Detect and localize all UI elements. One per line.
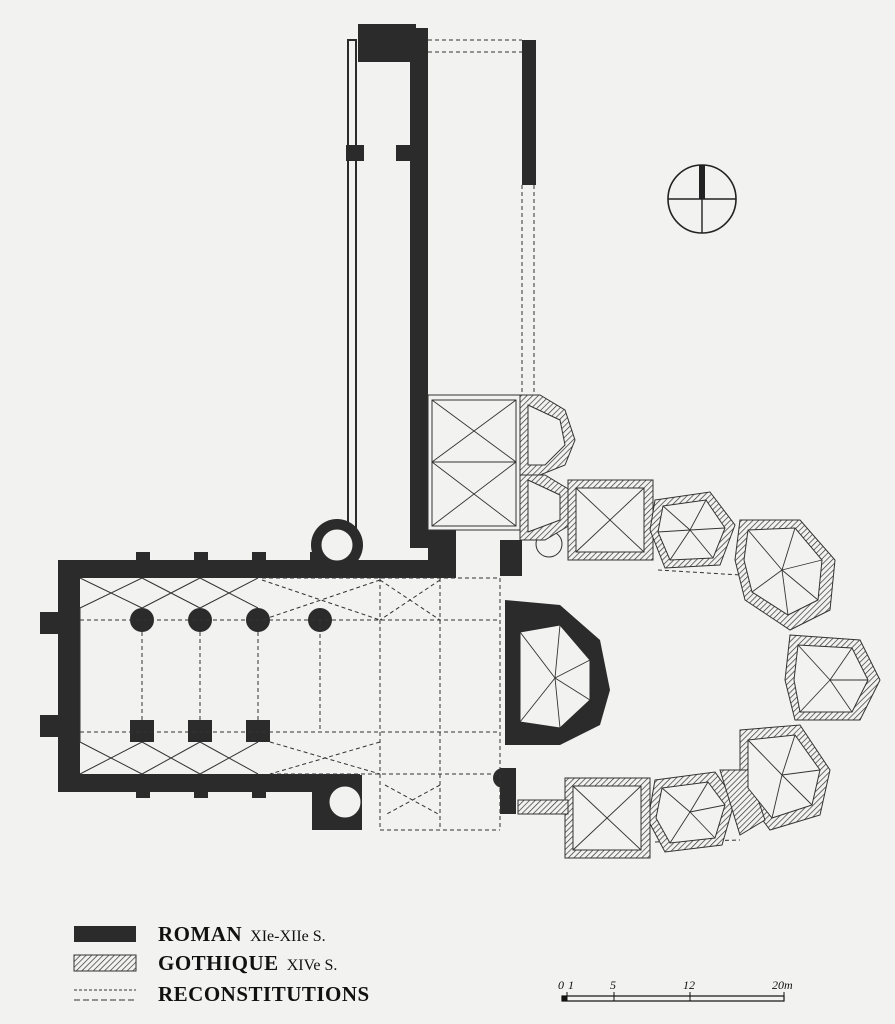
- scale-tick-20m: 20m: [772, 978, 793, 992]
- legend-roman: ROMAN XIe-XIIe S.: [158, 922, 326, 947]
- scale-tick-5: 5: [610, 978, 616, 992]
- north-arrow-icon: [667, 164, 737, 234]
- scale-tick-0: 0: [558, 978, 564, 992]
- legend-swatch-reconstitutions: [74, 989, 136, 1001]
- legend-roman-label: ROMAN: [158, 922, 243, 946]
- legend-swatch-gothique: [73, 954, 137, 972]
- legend-reconstitutions: RECONSTITUTIONS: [158, 982, 370, 1007]
- legend-gothique-period: XIVe S.: [286, 957, 338, 974]
- legend-swatch-roman: [74, 926, 136, 942]
- scale-bar: [561, 992, 785, 1002]
- reconstruction-lines: [80, 39, 741, 843]
- nave-vaults: [79, 577, 259, 775]
- scale-tick-12: 12: [683, 978, 695, 992]
- legend-gothique-label: GOTHIQUE: [158, 951, 279, 975]
- legend-roman-period: XIe-XIIe S.: [250, 928, 326, 945]
- scale-tick-1: 1: [568, 978, 574, 992]
- roman-walls: [40, 24, 610, 830]
- legend-reconstitutions-label: RECONSTITUTIONS: [158, 982, 370, 1006]
- legend-gothique: GOTHIQUE XIVe S.: [158, 951, 337, 976]
